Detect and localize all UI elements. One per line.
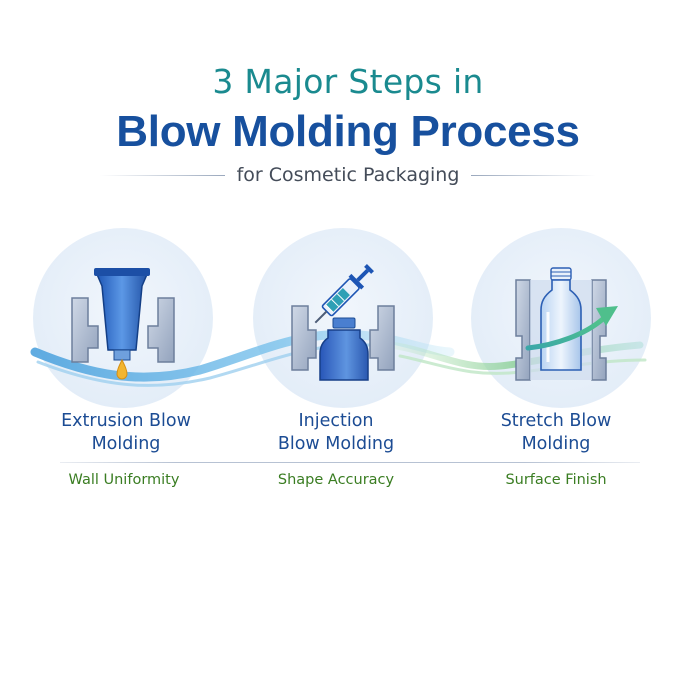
step-2-label-line1: Injection <box>298 411 374 431</box>
wave-blue-thin <box>36 343 372 387</box>
wave-blue <box>30 329 455 382</box>
step-3-label-line1: Stretch Blow <box>500 411 612 431</box>
step-2-label-line2: Blow Molding <box>277 434 395 454</box>
step-1-label: Extrusion Blow Molding <box>36 410 216 456</box>
step-2-label: Injection Blow Molding <box>246 410 426 456</box>
step-1-label-line1: Extrusion Blow <box>61 411 191 431</box>
subtitle-row: for Cosmetic Packaging <box>100 162 597 188</box>
step-3-label: Stretch Blow Molding <box>466 410 646 456</box>
syringe-bottle-mold-icon <box>291 264 395 381</box>
step-3-feature: Surface Finish <box>505 472 607 488</box>
step-3-label-line2: Molding <box>521 434 591 454</box>
subtitle-rule-left <box>100 174 225 176</box>
page-title: Blow Molding Process <box>116 107 580 156</box>
subtitle: for Cosmetic Packaging <box>236 164 460 186</box>
step-1-label-line2: Molding <box>91 434 161 454</box>
bottle-arrow-mold-icon <box>515 267 618 381</box>
step-1-feature: Wall Uniformity <box>68 472 180 488</box>
tube-in-mold-icon <box>71 268 175 380</box>
step-2-feature: Shape Accuracy <box>277 472 395 488</box>
subtitle-rule-right <box>471 174 597 176</box>
label-divider <box>60 462 640 463</box>
title-line-1: 3 Major Steps in <box>212 62 484 101</box>
